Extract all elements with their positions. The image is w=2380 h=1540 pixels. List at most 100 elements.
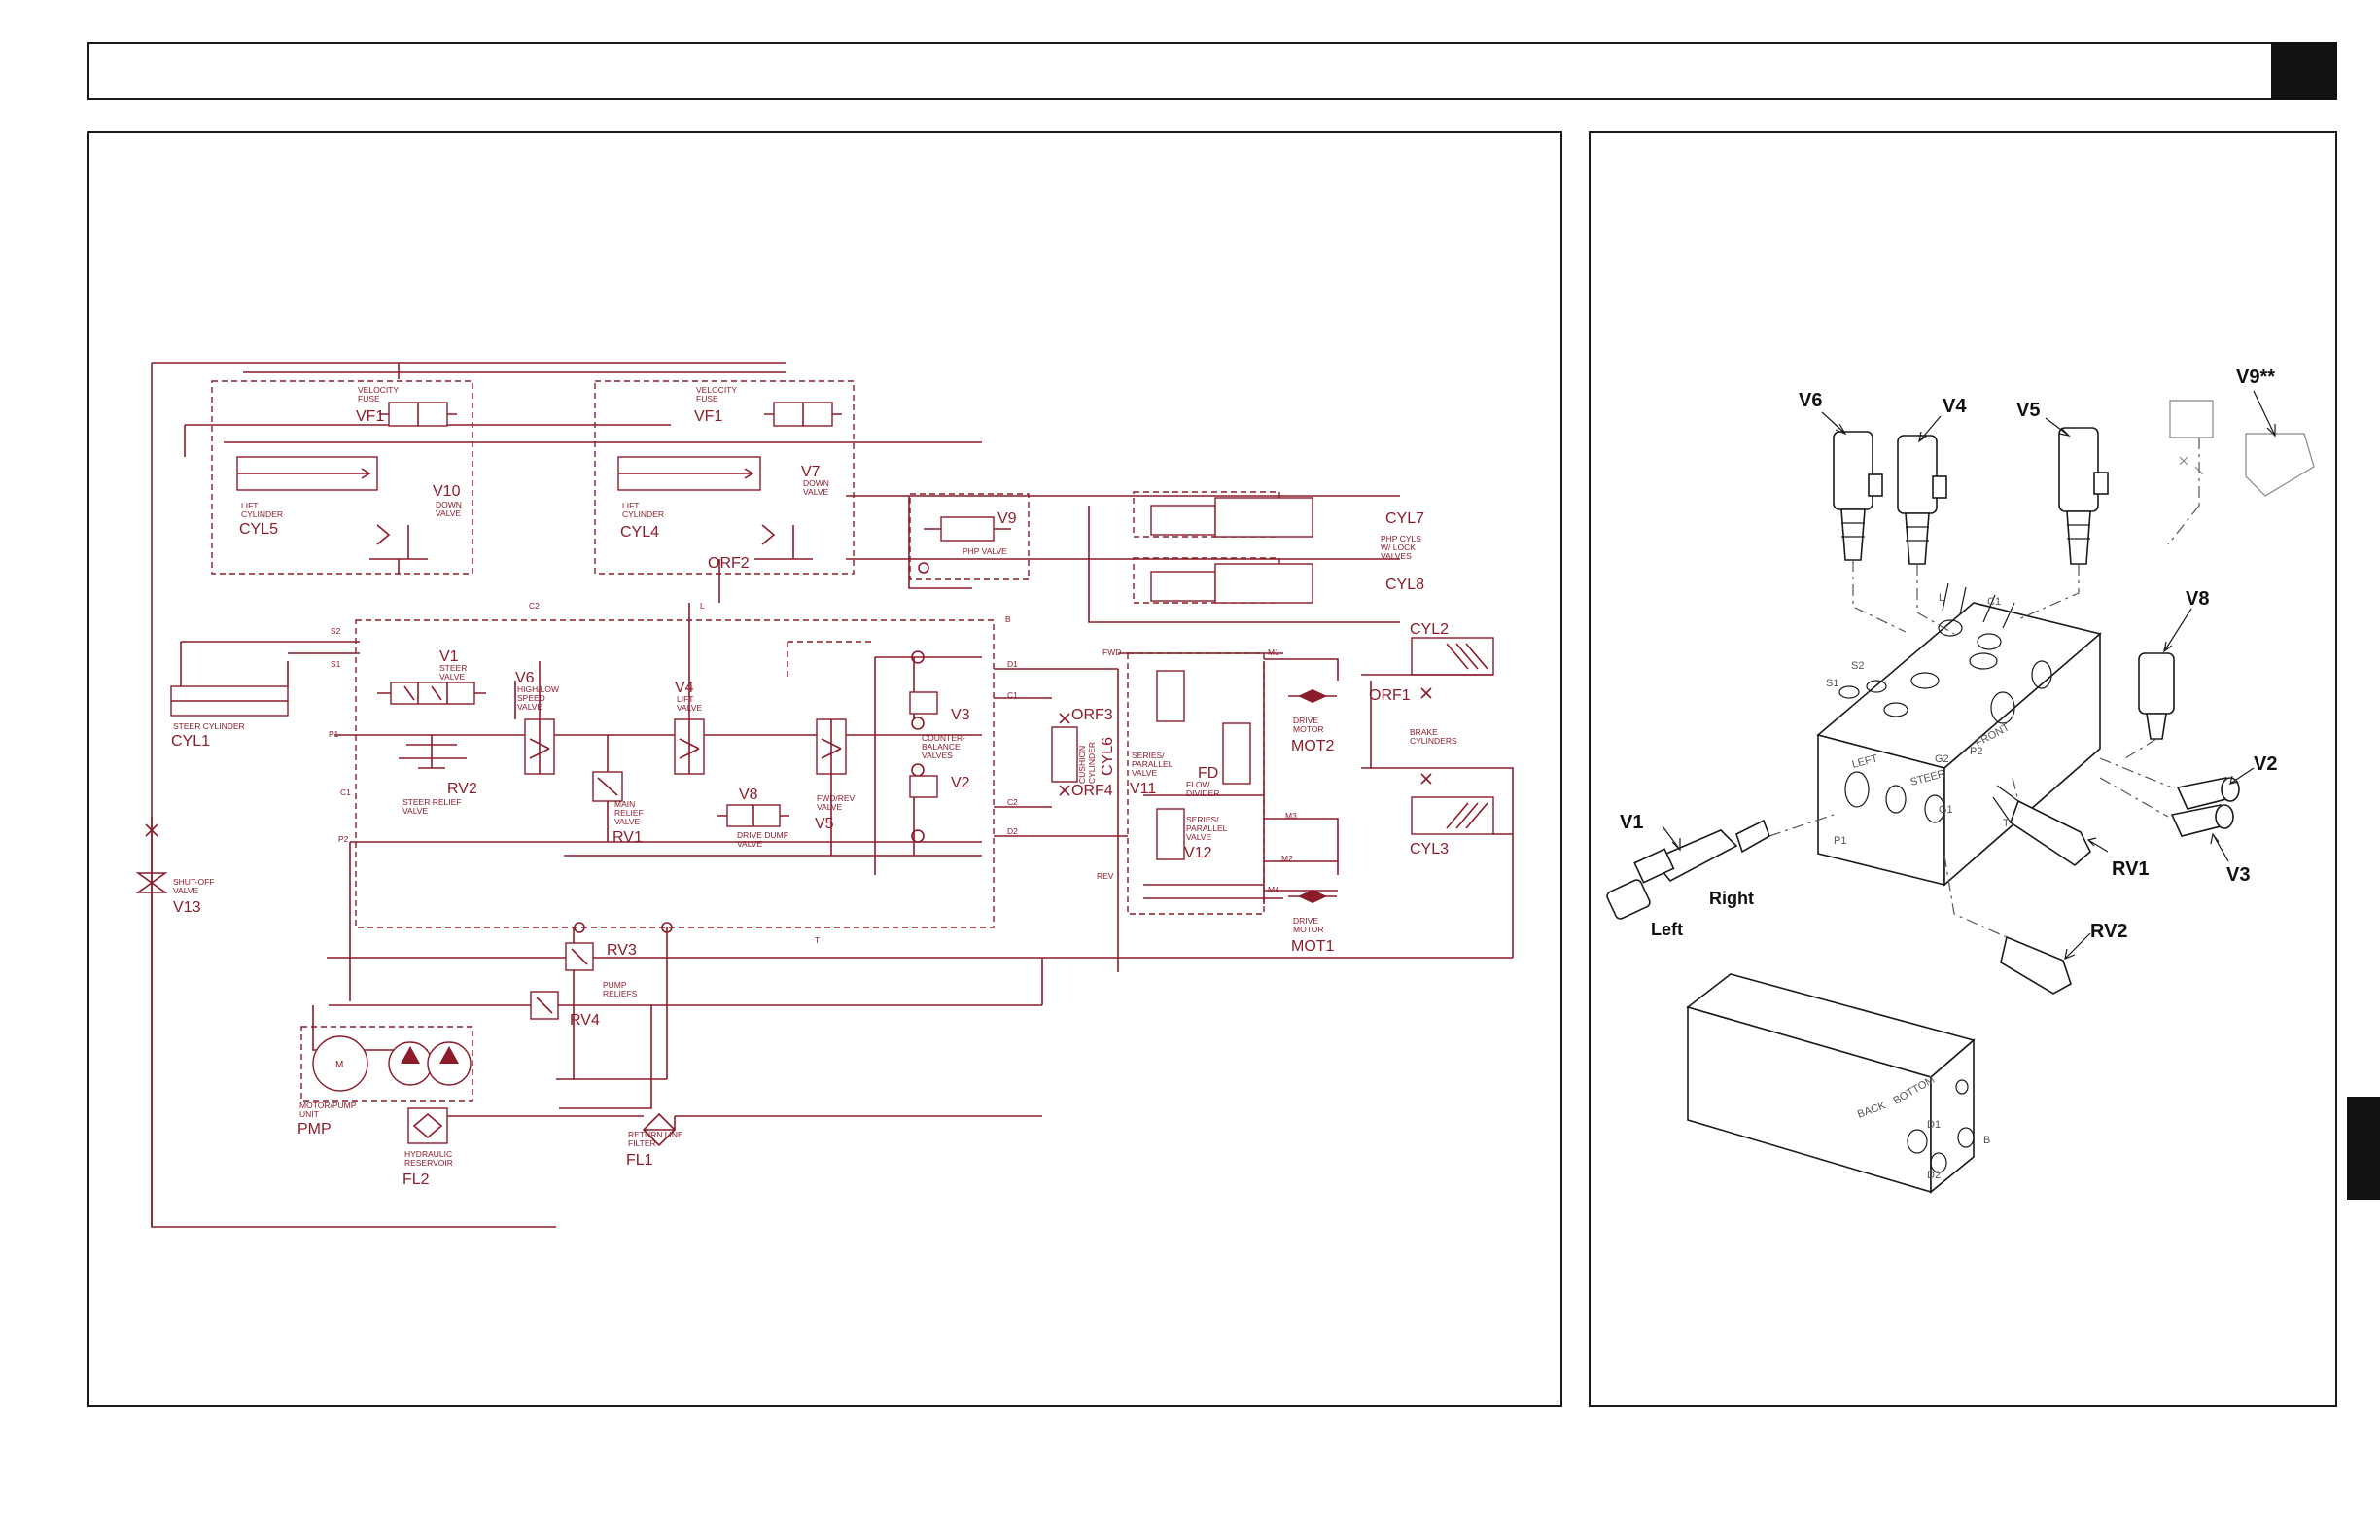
v2-counter-balance [909, 775, 938, 798]
v12-id: V12 [1184, 845, 1212, 861]
v5-fwd-rev-valve [816, 718, 847, 856]
pmp-group [300, 1026, 473, 1102]
fl1-id: FL1 [626, 1152, 653, 1169]
vf1b-label-1: VELOCITY [696, 385, 737, 395]
fl2-id: FL2 [402, 1172, 430, 1188]
port-c1r: C1 [1007, 690, 1018, 700]
port-c2r: C2 [1007, 797, 1018, 807]
v12-label-1: SERIES/ [1186, 815, 1219, 824]
fd-flow-divider [1222, 722, 1251, 785]
v10-id: V10 [433, 483, 461, 500]
fl1-label-1: RETURN LINE [628, 1130, 683, 1139]
fl2-label-1: HYDRAULIC [404, 1149, 452, 1159]
mot1-label-1: DRIVE [1293, 916, 1318, 926]
port-c1: C1 [340, 788, 351, 797]
orf1-id: ORF1 [1369, 687, 1411, 704]
phpcyls-label-3: VALVES [1381, 551, 1412, 561]
v5-label-2: VALVE [817, 802, 842, 812]
cyl3-id: CYL3 [1410, 841, 1449, 858]
v8-cartridge [2138, 652, 2175, 740]
callout-rv2: RV2 [2090, 921, 2128, 942]
port-b: B [1005, 614, 1011, 624]
v9-label-1: PHP VALVE [962, 546, 1007, 556]
stamp-l: L [1939, 592, 1944, 604]
v1-label-1: STEER [439, 663, 467, 673]
v5-label-1: FWD/REV [817, 793, 856, 803]
stamp-t: T [2003, 818, 2010, 829]
phpcyls-label-2: W/ LOCK [1381, 542, 1416, 552]
v8-label-2: VALVE [737, 839, 762, 849]
rv1-id: RV1 [612, 829, 643, 846]
v3-counter-balance [909, 691, 938, 715]
callout-left: Left [1651, 920, 1683, 939]
v8-drive-dump-valve [718, 804, 789, 827]
cbv-label-1: COUNTER- [922, 733, 965, 743]
v1-steer-cartridge [1606, 819, 1770, 920]
v7-label-1: DOWN [803, 478, 829, 488]
v4-lift-valve [674, 603, 705, 775]
vf1b-label-2: FUSE [696, 394, 718, 403]
mot1-id: MOT1 [1291, 938, 1335, 955]
mot2-label-1: DRIVE [1293, 716, 1318, 725]
cyl5-id: CYL5 [239, 521, 278, 538]
header-tab [2271, 42, 2337, 100]
callout-v1: V1 [1620, 812, 1643, 833]
fd-label-1: FLOW [1186, 780, 1210, 789]
fd-id: FD [1198, 765, 1218, 782]
cyl8-id: CYL8 [1385, 577, 1424, 593]
cyl4-id: CYL4 [620, 524, 659, 541]
mot1-drive-motor [1288, 890, 1337, 903]
callout-rv1: RV1 [2112, 858, 2150, 880]
v6-high-low-speed-valve [514, 661, 555, 775]
cyl1-label-1: STEER CYLINDER [173, 721, 245, 731]
callout-v4: V4 [1942, 396, 1967, 417]
vf1a-id: VF1 [356, 408, 384, 425]
port-m1: M1 [1268, 648, 1279, 657]
schematic-panel [88, 131, 1562, 1407]
mot1-label-2: MOTOR [1293, 925, 1323, 934]
stamp-d2: D2 [1927, 1170, 1941, 1181]
port-fwd: FWD [1102, 648, 1121, 657]
rv4-pump-relief [530, 991, 559, 1020]
brake-label-2: CYLINDERS [1410, 736, 1457, 746]
rv3-id: RV3 [607, 942, 637, 959]
pmp-id: PMP [298, 1121, 332, 1138]
rv4-id: RV4 [570, 1012, 600, 1029]
v9-phantom-valve [2169, 400, 2315, 497]
stamp-g2: G2 [1935, 753, 1949, 765]
v6-label-3: VALVE [517, 702, 542, 712]
callout-right: Right [1709, 889, 1754, 908]
manifold-exploded-view: L C1 S1 S2 LEFT STEER FRONT G2 P2 G1 P1 … [1606, 367, 2315, 1194]
v7-label-2: VALVE [803, 487, 828, 497]
v2-id: V2 [951, 775, 970, 791]
manifold-side-face [1943, 632, 2101, 887]
rv2-cartridge [2000, 935, 2072, 995]
cyl3-brake-cylinder [1411, 796, 1494, 835]
v1-steer-valve [390, 682, 475, 705]
cyl1-id: CYL1 [171, 733, 210, 750]
v6-cartridge [1833, 431, 1883, 561]
cbv-label-3: VALVES [922, 751, 953, 760]
stamp-d1: D1 [1927, 1119, 1941, 1131]
pmp-label-2: UNIT [299, 1109, 319, 1119]
cyl2-id: CYL2 [1410, 621, 1449, 638]
stamp-p2: P2 [1970, 746, 1982, 757]
v12-label-3: VALVE [1186, 832, 1211, 842]
rv1-cartridge [1992, 785, 2091, 867]
pmp-motor-letter: M [335, 1060, 343, 1070]
brake-label-1: BRAKE [1410, 727, 1438, 737]
pumprel-label-1: PUMP [603, 980, 627, 990]
cyl4-lift-group [594, 380, 855, 575]
v4-id: V4 [675, 680, 694, 696]
v9-id: V9 [998, 510, 1017, 527]
fl2-label-2: RESERVOIR [404, 1158, 453, 1168]
port-s1: S1 [331, 659, 341, 669]
rv1-label-1: MAIN [614, 799, 635, 809]
rv1-label-3: VALVE [614, 817, 640, 826]
v6-label-2: SPEED [517, 693, 545, 703]
v1-label-2: VALVE [439, 672, 465, 682]
callout-v2: V2 [2254, 753, 2277, 775]
v11-label-2: PARALLEL [1132, 759, 1173, 769]
pumprel-label-2: RELIEFS [603, 989, 638, 998]
